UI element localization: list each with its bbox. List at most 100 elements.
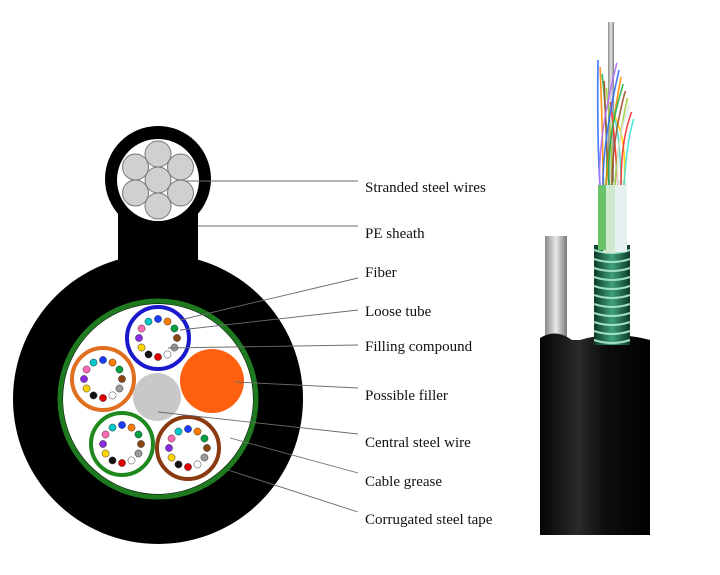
label-pe-sheath: PE sheath: [365, 226, 425, 242]
fiber-dot: [134, 430, 143, 439]
tape-ridge: [593, 312, 631, 317]
fiber-dot: [200, 434, 209, 443]
loose-tube-brown: [155, 415, 221, 481]
tape-ridge: [593, 339, 631, 344]
fiber-dot: [137, 440, 145, 448]
fiber-dot: [82, 384, 91, 393]
fiber-dot: [174, 427, 183, 436]
photo-messenger-wire: [545, 236, 567, 346]
fiber-dot: [203, 444, 211, 452]
tape-ridge: [593, 258, 631, 263]
label-corrugated-steel-tape: Corrugated steel tape: [365, 512, 493, 528]
fiber-dot: [118, 459, 126, 467]
fiber-dot: [154, 315, 162, 323]
fiber-dot: [144, 350, 153, 359]
photo-inner-tube-white: [615, 180, 627, 252]
label-filling-compound: Filling compound: [365, 339, 473, 355]
label-loose-tube: Loose tube: [365, 304, 432, 320]
fiber-dot: [82, 365, 91, 374]
tape-ridge: [593, 276, 631, 281]
fiber-dot: [108, 358, 117, 367]
leader-grease: [229, 437, 359, 474]
fiber-dot: [167, 453, 176, 462]
fiber-dot: [118, 421, 126, 429]
corrugated-steel-tape-ring: [57, 298, 259, 500]
photo-jacket: [540, 333, 650, 535]
steel-wire-strand: [121, 179, 149, 207]
photo-fiber: [607, 83, 624, 186]
fiber-dot: [115, 384, 124, 393]
tape-ridge: [593, 285, 631, 290]
fiber-dot: [101, 430, 110, 439]
tape-ridge: [593, 330, 631, 335]
fiber-dot: [184, 425, 192, 433]
cable-photo-icon: [540, 22, 650, 535]
fiber-dot: [89, 391, 98, 400]
loose-tube-orange: [70, 346, 136, 412]
fiber-dot: [165, 444, 173, 452]
steel-wire-strand: [144, 166, 172, 194]
photo-inner-tube-green: [598, 185, 606, 250]
fiber-dot: [193, 427, 202, 436]
photo-tape-ridges: [593, 249, 631, 344]
fiber-dot: [184, 463, 192, 471]
callout-labels: Stranded steel wires PE sheath Fiber Loo…: [365, 180, 493, 528]
central-steel-wire: [133, 373, 181, 421]
photo-fiber: [623, 118, 635, 186]
photo-fiber: [611, 90, 627, 186]
fiber-dot: [115, 365, 124, 374]
loose-tube-green: [89, 411, 155, 477]
steel-wire-strand: [144, 192, 172, 220]
leader-fiber: [179, 277, 359, 321]
fiber-dot: [167, 434, 176, 443]
fiber-dot: [174, 460, 183, 469]
tape-ridge: [593, 267, 631, 272]
photo-fiber: [616, 104, 631, 186]
fiber-dot: [200, 453, 209, 462]
steel-wire-strand: [167, 179, 195, 207]
possible-filler: [180, 349, 244, 413]
photo-fiber: [620, 111, 633, 186]
fiber-dot: [154, 353, 162, 361]
fiber-dot: [134, 449, 143, 458]
loose-tube-blue: [125, 305, 191, 371]
label-central-steel-wire: Central steel wire: [365, 435, 471, 451]
tape-ridge: [593, 294, 631, 299]
label-stranded-steel-wires: Stranded steel wires: [365, 180, 486, 196]
fiber-dot: [170, 324, 179, 333]
fiber-dot: [89, 358, 98, 367]
fiber-dot: [193, 460, 202, 469]
fiber-dot: [108, 456, 117, 465]
leader-loose-tube: [179, 309, 359, 331]
photo-fiber: [598, 62, 618, 186]
fiber-dot: [144, 317, 153, 326]
tape-ridge: [593, 321, 631, 326]
stranded-steel-wires: [117, 139, 199, 221]
leader-filler: [234, 381, 359, 389]
fiber-dot: [173, 334, 181, 342]
photo-fibers: [596, 59, 635, 186]
label-fiber: Fiber: [365, 265, 397, 281]
fiber-dot: [163, 350, 172, 359]
leader-filling: [167, 344, 359, 349]
fiber-dot: [137, 324, 146, 333]
photo-fiber: [602, 69, 620, 186]
label-cable-grease: Cable grease: [365, 474, 442, 490]
fiber-dot: [127, 423, 136, 432]
fiber-dot: [163, 317, 172, 326]
fiber-dot: [135, 334, 143, 342]
tape-ridge: [593, 303, 631, 308]
fiber-dot: [108, 423, 117, 432]
fiber-dot: [80, 375, 88, 383]
fiber-dot: [137, 343, 146, 352]
cable-cross-section: [13, 126, 303, 544]
leader-tape: [227, 469, 359, 513]
leader-central: [157, 411, 359, 435]
fiber-dot: [99, 440, 107, 448]
fiber-dot: [127, 456, 136, 465]
steel-wire-strand: [121, 153, 149, 181]
label-possible-filler: Possible filler: [365, 388, 448, 404]
fiber-dot: [108, 391, 117, 400]
steel-wire-strand: [167, 153, 195, 181]
fiber-dot: [101, 449, 110, 458]
